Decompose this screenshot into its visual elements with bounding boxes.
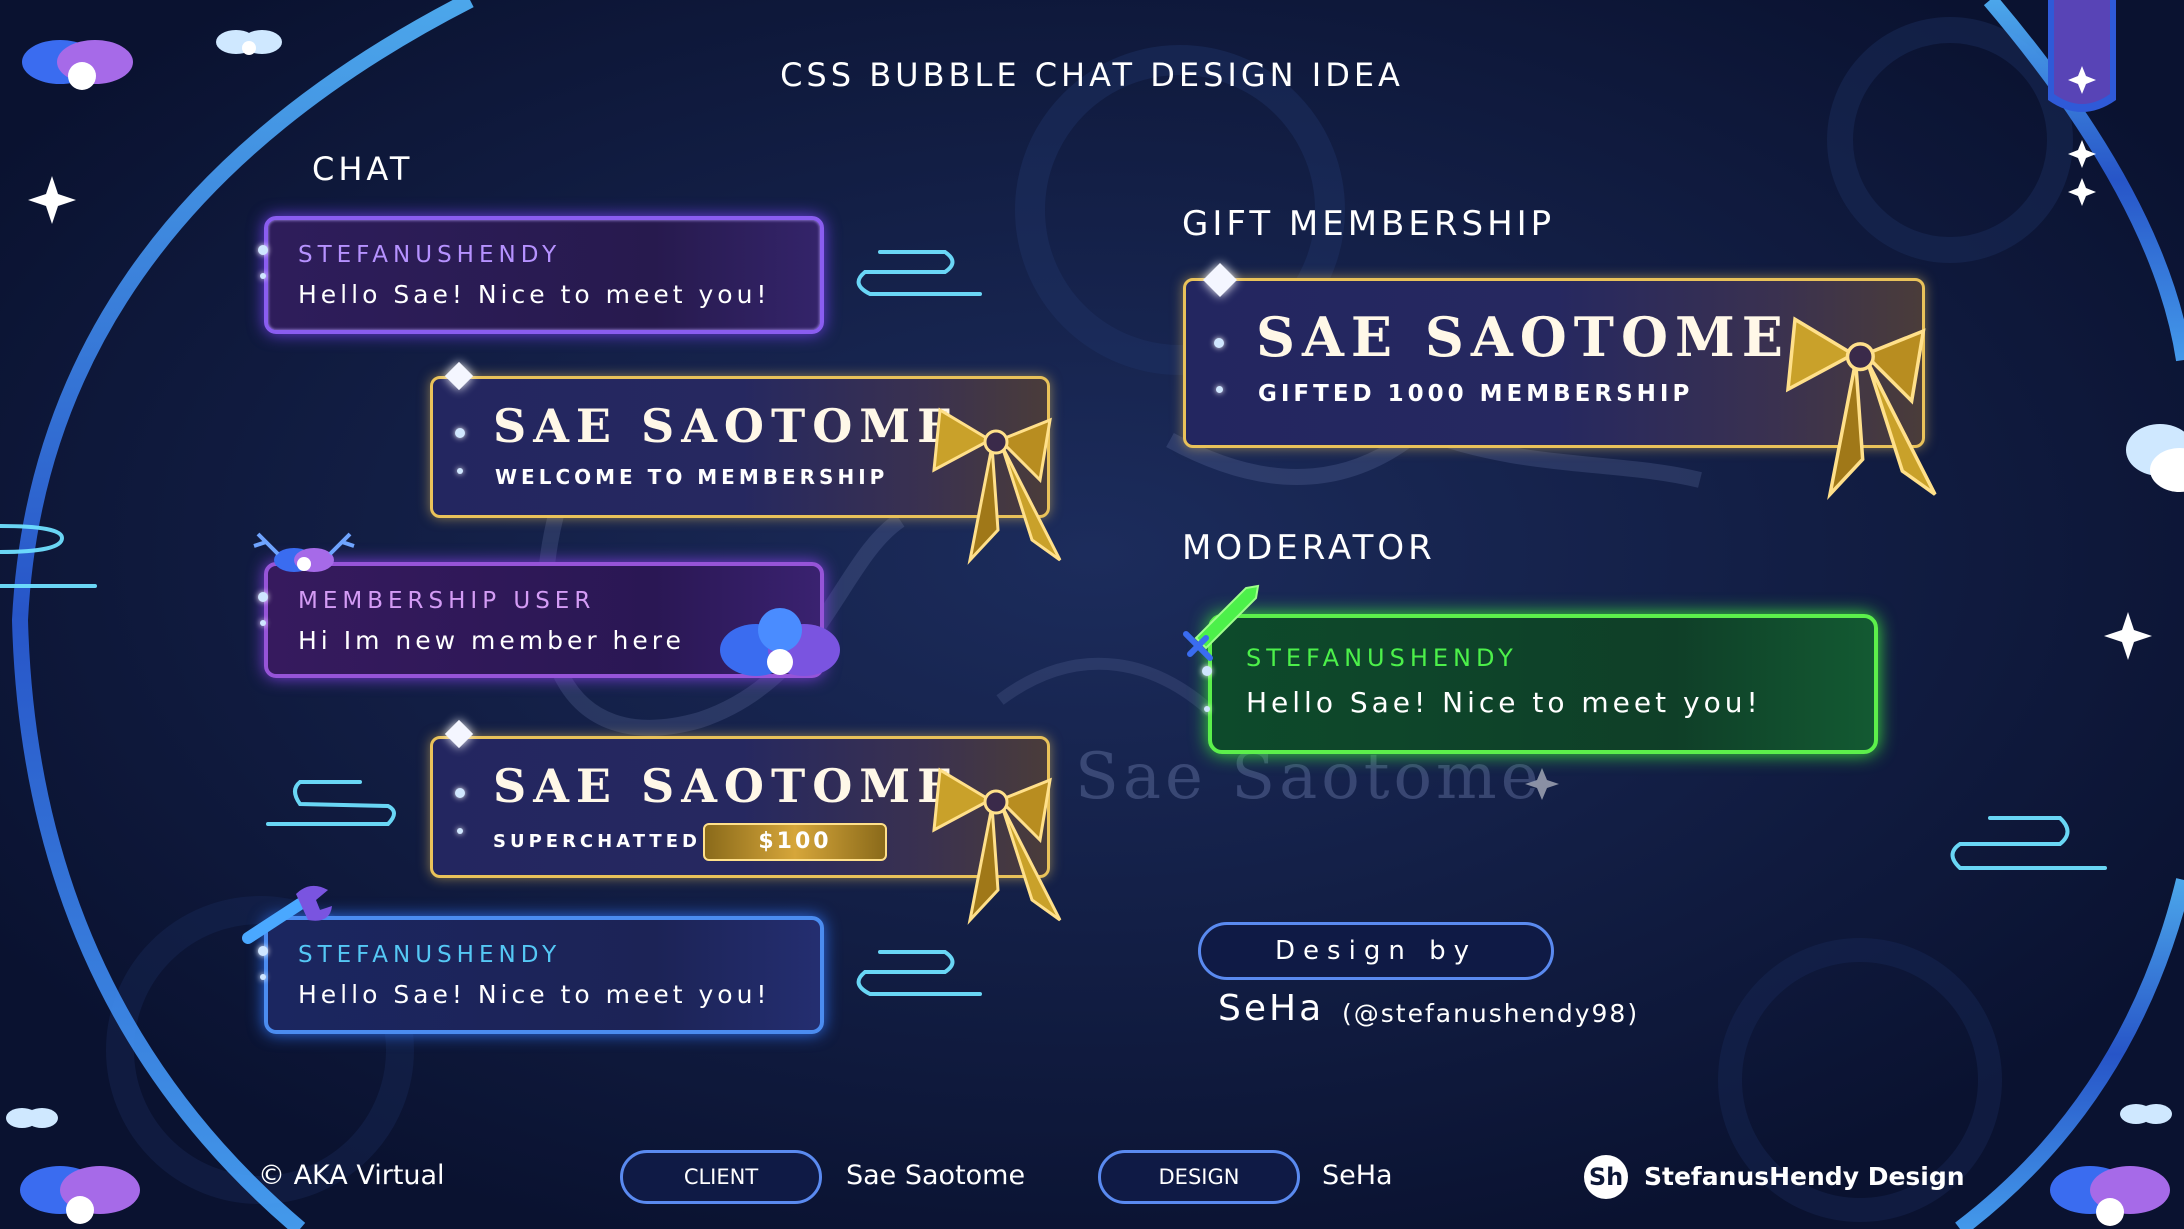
bubble-dot	[457, 468, 463, 474]
bubble-dot	[457, 828, 463, 834]
chat-bubble-blue: STEFANUSHENDY Hello Sae! Nice to meet yo…	[264, 916, 824, 1034]
gift-membership-card: SAE SAOTOME GIFTED 1000 MEMBERSHIP	[1183, 278, 1925, 448]
chat-message: Hi Im new member here	[298, 626, 685, 655]
chat-bubble-default: STEFANUSHENDY Hello Sae! Nice to meet yo…	[264, 216, 824, 334]
bubble-dot	[1204, 706, 1210, 712]
sword-icon	[1183, 584, 1260, 661]
bubble-dot	[455, 788, 465, 798]
bow-icon	[932, 407, 1062, 565]
bubble-dot	[260, 974, 266, 980]
wrench-icon	[242, 885, 332, 944]
gift-heading: GIFT MEMBERSHIP	[1182, 204, 1556, 244]
brand-name: StefanusHendy Design	[1644, 1162, 1965, 1191]
bubble-dot	[1202, 666, 1212, 676]
design-value: SeHa	[1322, 1160, 1393, 1191]
moderator-heading: MODERATOR	[1182, 528, 1436, 568]
chat-author: MEMBERSHIP USER	[298, 588, 596, 614]
superchat-card: SAE SAOTOME SUPERCHATTED $100	[430, 736, 1050, 878]
moderator-message: Hello Sae! Nice to meet you!	[1246, 686, 1762, 719]
bubble-dot	[1214, 338, 1224, 348]
moderator-bubble: STEFANUSHENDY Hello Sae! Nice to meet yo…	[1208, 614, 1878, 754]
chat-author: STEFANUSHENDY	[298, 242, 562, 268]
flower-icon	[22, 40, 133, 90]
client-pill: CLIENT	[620, 1150, 822, 1204]
bow-icon	[1785, 316, 1937, 500]
flower-icon	[720, 608, 840, 676]
designer-handle: (@stefanushendy98)	[1342, 999, 1640, 1028]
bubble-dot	[260, 273, 266, 279]
bubble-dot	[258, 592, 268, 602]
gift-caption: GIFTED 1000 MEMBERSHIP	[1258, 381, 1694, 407]
moderator-author: STEFANUSHENDY	[1246, 644, 1518, 672]
chat-message: Hello Sae! Nice to meet you!	[298, 980, 771, 1009]
member-name: SAE SAOTOME	[493, 399, 960, 453]
design-by-pill: Design by	[1198, 922, 1554, 980]
superchat-amount: $100	[703, 823, 887, 861]
membership-caption: WELCOME TO MEMBERSHIP	[495, 465, 889, 489]
bubble-dot	[455, 428, 465, 438]
bubble-dot	[260, 620, 266, 626]
copyright: © AKA Virtual	[258, 1160, 445, 1191]
design-pill: DESIGN	[1098, 1150, 1300, 1204]
client-value: Sae Saotome	[846, 1160, 1026, 1191]
superchat-caption: SUPERCHATTED	[493, 831, 701, 852]
bubble-dot	[258, 245, 268, 255]
antler-icon	[253, 532, 355, 572]
chat-heading: CHAT	[312, 150, 414, 188]
bow-icon	[932, 767, 1062, 925]
chat-author: STEFANUSHENDY	[298, 942, 562, 968]
superchat-name: SAE SAOTOME	[493, 759, 960, 813]
brand-logo-icon: Sh	[1584, 1155, 1628, 1199]
designer-name: SeHa	[1218, 988, 1325, 1029]
gift-name: SAE SAOTOME	[1256, 305, 1790, 369]
page-title: CSS BUBBLE CHAT DESIGN IDEA	[780, 56, 1404, 94]
chat-message: Hello Sae! Nice to meet you!	[298, 280, 771, 309]
bubble-dot	[1216, 386, 1223, 393]
bubble-dot	[258, 946, 268, 956]
